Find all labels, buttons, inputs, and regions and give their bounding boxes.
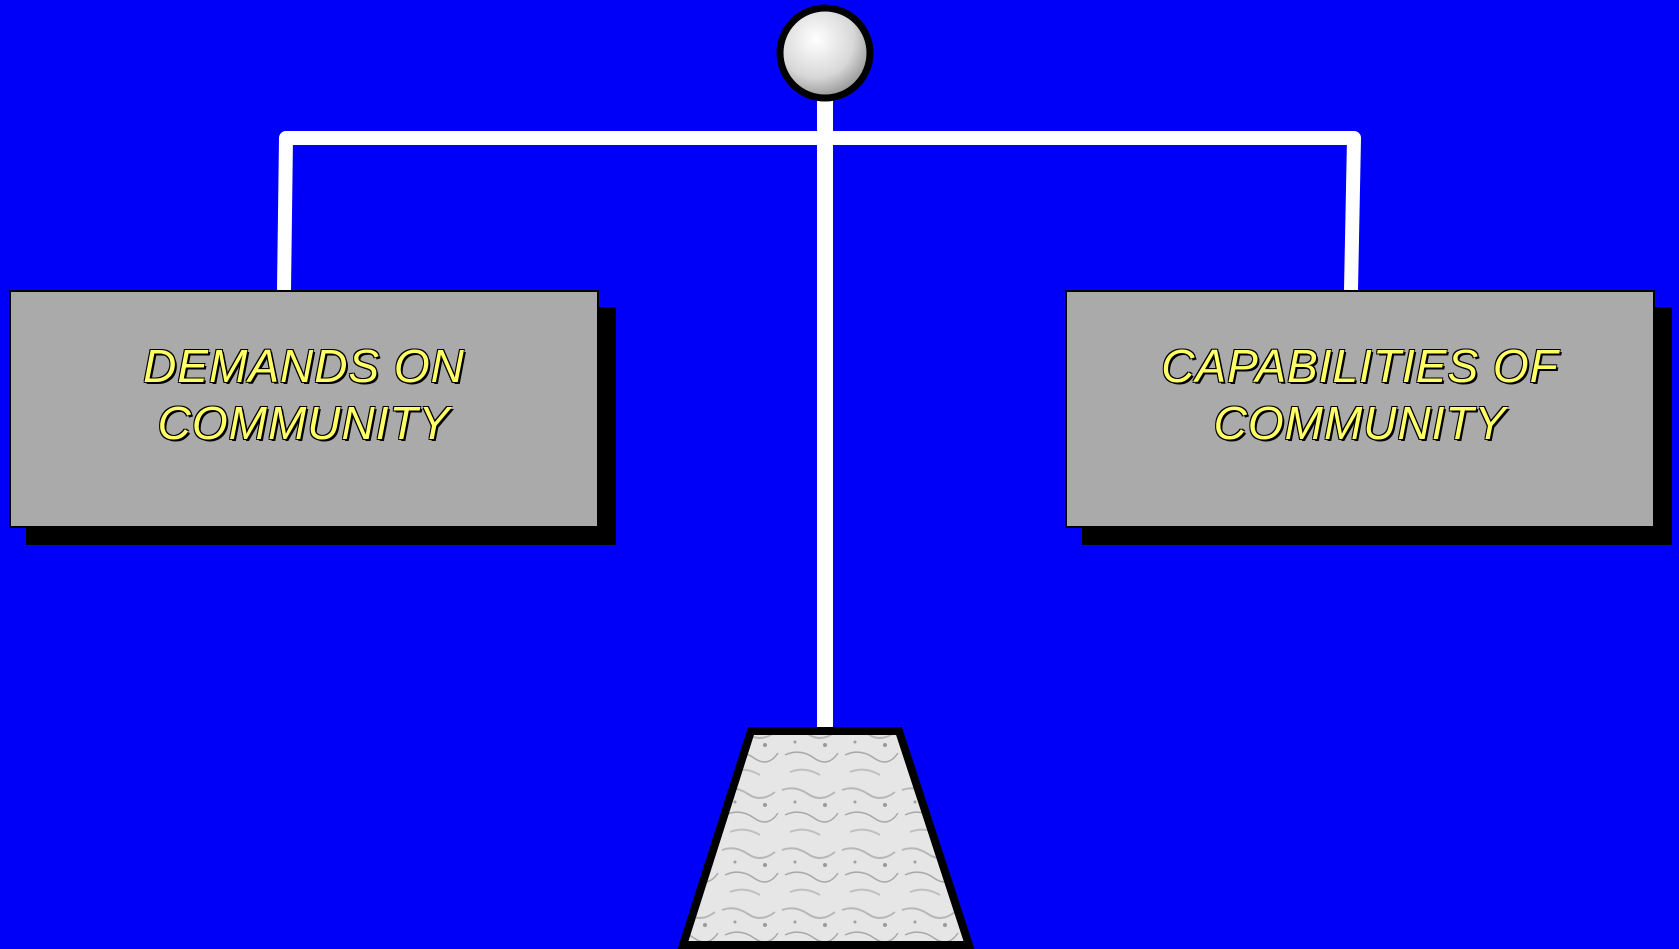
right-pan-label: CAPABILITIES OF COMMUNITY <box>1067 338 1653 452</box>
left-pan-box: DEMANDS ON COMMUNITY <box>9 290 599 528</box>
right-pan-box: CAPABILITIES OF COMMUNITY <box>1065 290 1655 528</box>
marble-base <box>683 731 969 945</box>
left-pan-label: DEMANDS ON COMMUNITY <box>11 338 597 452</box>
top-knob-icon <box>780 8 870 98</box>
